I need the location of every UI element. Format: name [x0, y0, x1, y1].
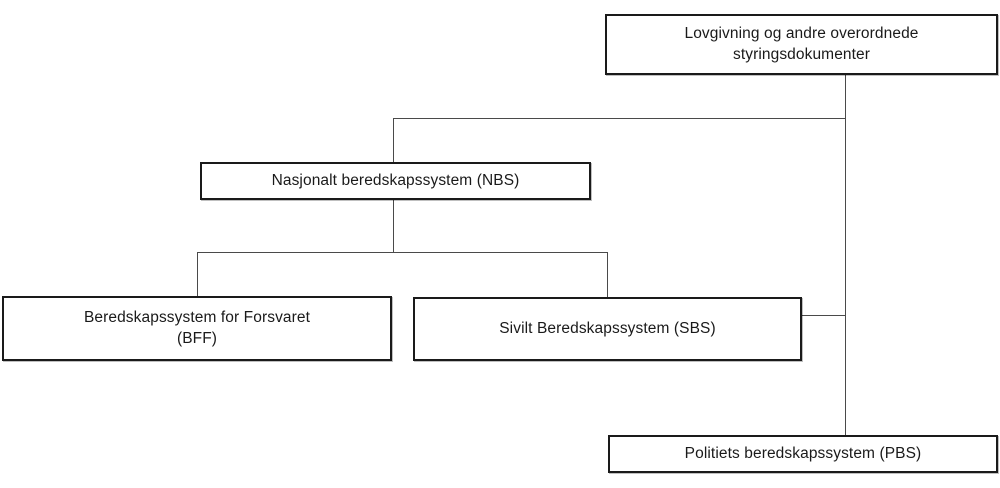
connector-nbs-top-vertical: [393, 118, 394, 162]
connector-sbs-vertical: [607, 252, 608, 297]
node-police-preparedness-system: Politiets beredskapssystem (PBS): [608, 435, 998, 473]
node-defence-preparedness-system: Beredskapssystem for Forsvaret (BFF): [2, 296, 392, 361]
connector-bff-vertical: [197, 252, 198, 296]
connector-trunk-vertical: [845, 75, 846, 435]
node-civil-preparedness-system-label: Sivilt Beredskapssystem (SBS): [499, 319, 716, 337]
connector-governing-to-nbs-horizontal: [393, 118, 846, 119]
node-civil-preparedness-system: Sivilt Beredskapssystem (SBS): [413, 297, 802, 361]
connector-sbs-to-trunk-horizontal: [802, 315, 845, 316]
node-national-preparedness-system-label: Nasjonalt beredskapssystem (NBS): [271, 171, 520, 189]
node-national-preparedness-system: Nasjonalt beredskapssystem (NBS): [200, 162, 591, 200]
node-defence-preparedness-system-label: Beredskapssystem for Forsvaret (BFF): [83, 309, 311, 347]
node-governing-documents-label: Lovgivning og andre overordnede styrings…: [684, 25, 919, 63]
connector-nbs-bottom-vertical: [393, 200, 394, 252]
connector-split-horizontal: [197, 252, 608, 253]
node-police-preparedness-system-label: Politiets beredskapssystem (PBS): [684, 444, 922, 462]
node-governing-documents: Lovgivning og andre overordnede styrings…: [605, 14, 998, 75]
